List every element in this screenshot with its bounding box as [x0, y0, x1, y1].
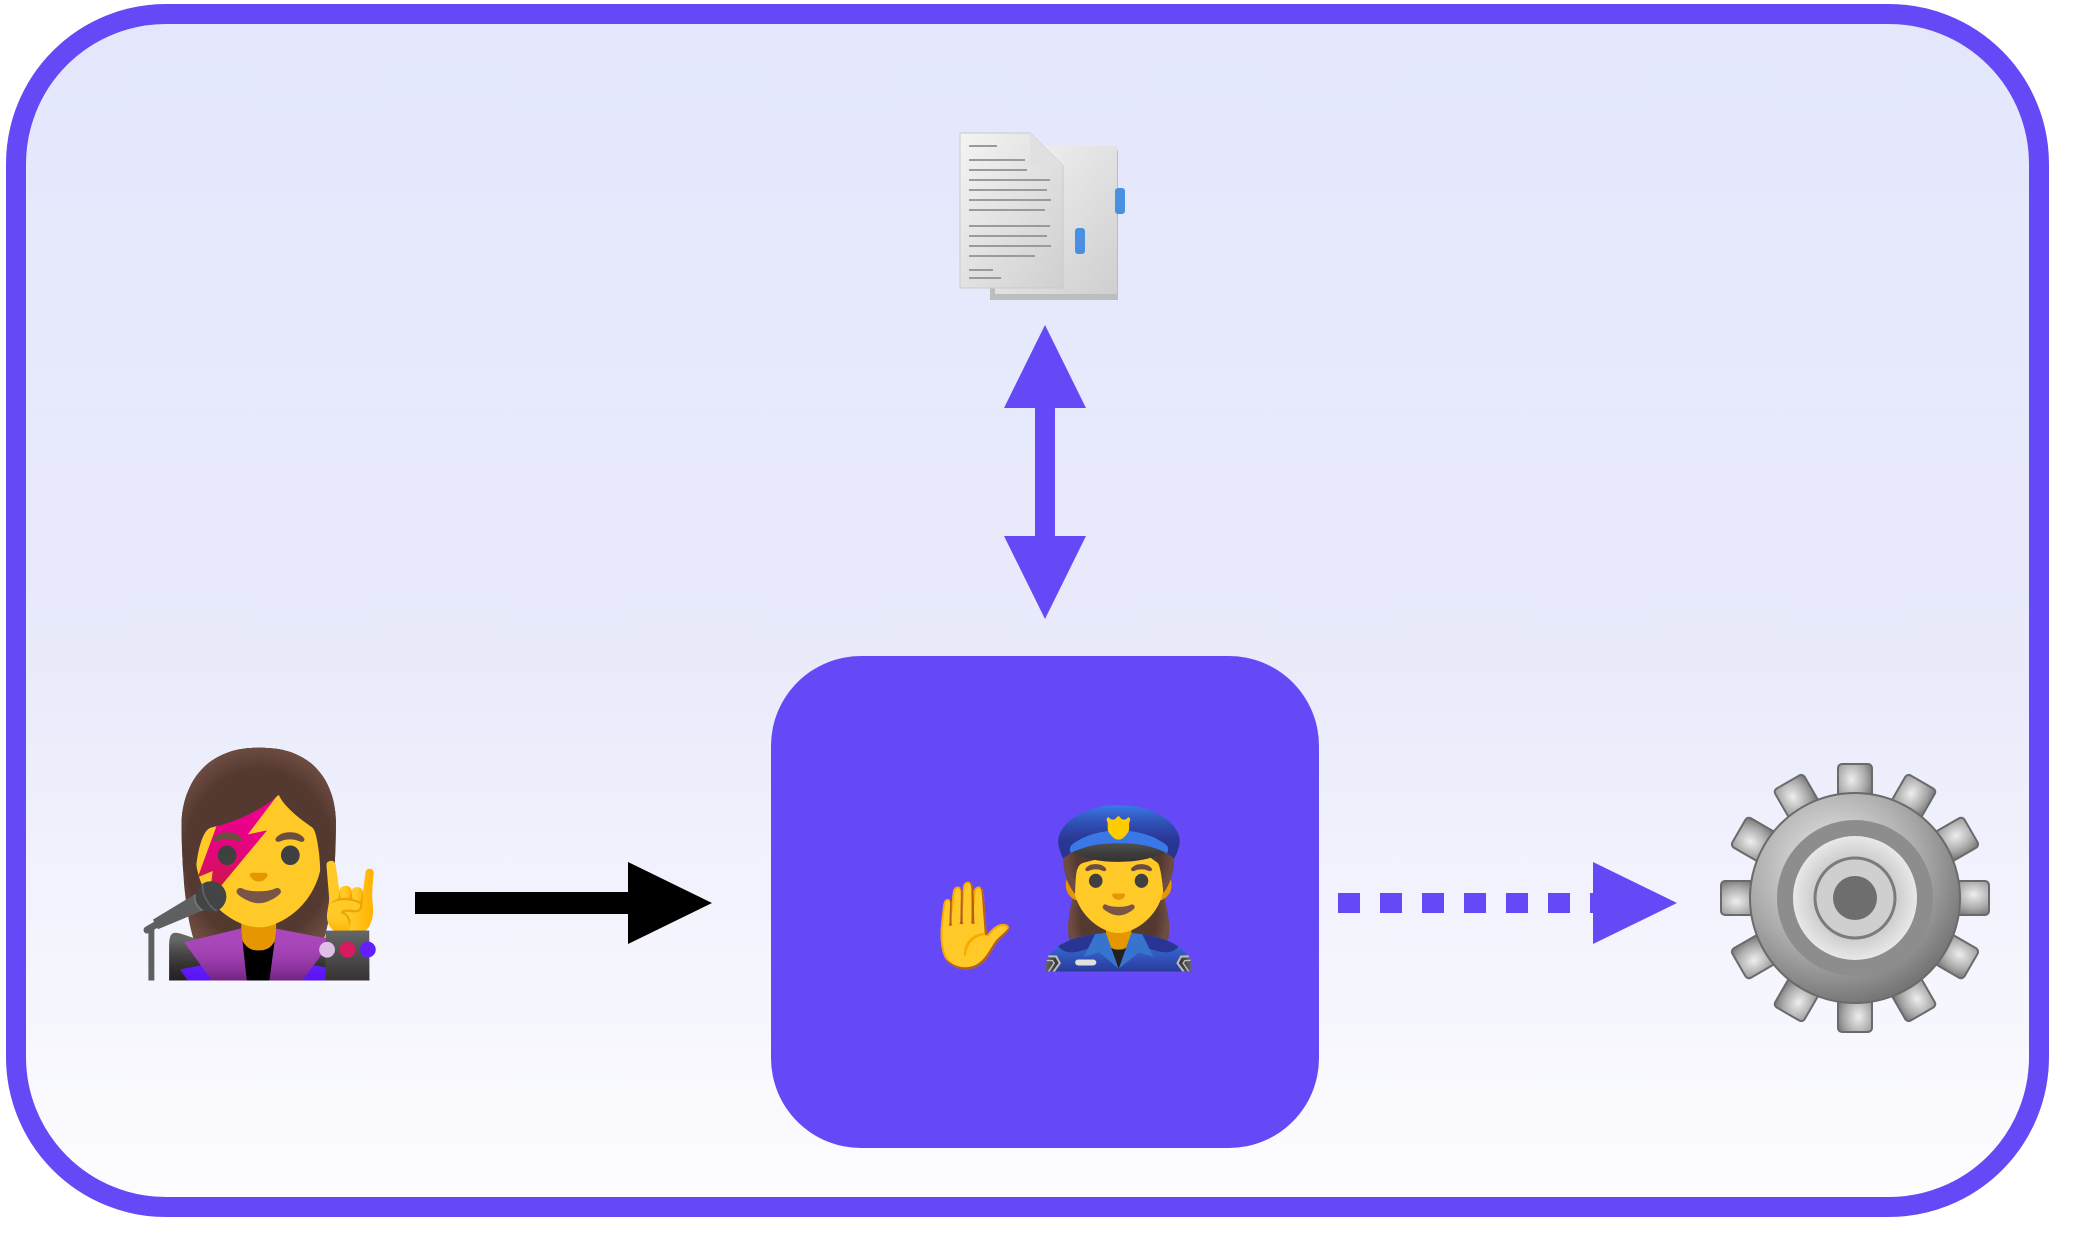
documents-bidirectional-arrow — [1004, 325, 1086, 619]
documents-icon — [959, 132, 1125, 300]
police-officer-icon: 👮‍♀️ — [1024, 799, 1214, 976]
woman-singer-icon: 👩‍🎤 — [128, 742, 390, 987]
input-arrow — [415, 862, 712, 944]
output-dotted-arrow — [1338, 862, 1677, 944]
raised-hand-icon: ✋ — [918, 876, 1023, 974]
gear-icon — [1720, 763, 1990, 1033]
guard-box — [771, 656, 1319, 1148]
